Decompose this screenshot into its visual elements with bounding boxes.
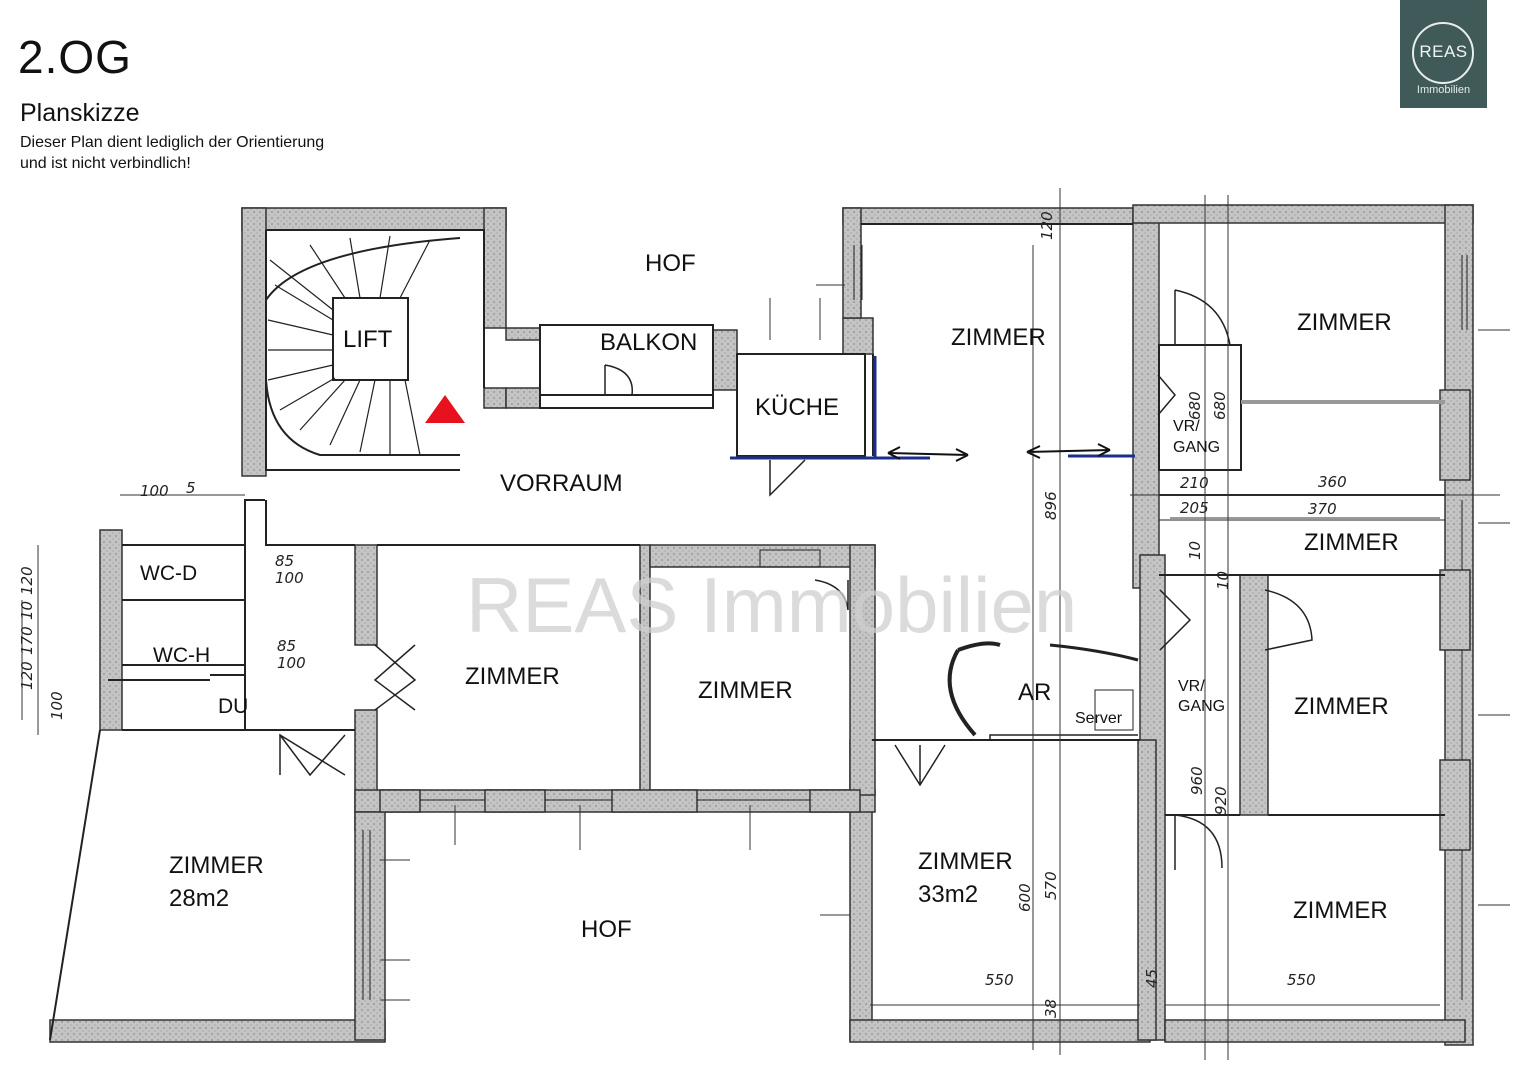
reas-logo: REAS Immobilien <box>1400 0 1487 108</box>
dim-550a: 550 <box>985 971 1014 989</box>
label-zimmer-bottom-right: ZIMMER <box>1293 897 1388 924</box>
you-are-here-marker <box>425 395 465 423</box>
label-hof-bottom: HOF <box>581 916 632 943</box>
dim-45: 45 <box>1143 969 1161 988</box>
floor-title: 2.OG <box>18 31 132 83</box>
label-zimmer-top-right: ZIMMER <box>1297 309 1392 336</box>
label-vorraum: VORRAUM <box>500 470 623 497</box>
dim-370: 370 <box>1308 500 1337 518</box>
dim-120c: 120 <box>1038 211 1056 240</box>
dim-360: 360 <box>1318 473 1347 491</box>
dim-210: 210 <box>1180 474 1209 492</box>
label-wc-h: WC-H <box>153 644 210 667</box>
label-zimmer-center-left: ZIMMER <box>465 663 560 690</box>
dim-550b: 550 <box>1287 971 1316 989</box>
label-area-28: 28m2 <box>169 885 229 912</box>
dim-10: 10 <box>18 601 36 620</box>
partitions <box>49 223 1468 1041</box>
dim-100d: 100 <box>48 691 66 720</box>
dim-85a: 85 <box>275 552 294 570</box>
dim-600: 600 <box>1016 883 1034 912</box>
label-ar: AR <box>1018 679 1051 706</box>
dim-100c: 100 <box>277 654 306 672</box>
disclaimer-line-1: Dieser Plan dient lediglich der Orientie… <box>20 134 325 151</box>
label-zimmer-center: ZIMMER <box>698 677 793 704</box>
dim-5: 5 <box>186 479 196 497</box>
dim-120: 120 <box>18 566 36 595</box>
label-kueche: KÜCHE <box>755 394 839 421</box>
dim-10b: 10 <box>1186 541 1204 560</box>
dim-920: 920 <box>1212 786 1230 815</box>
label-hof-top: HOF <box>645 250 696 277</box>
label-zimmer-33: ZIMMER <box>918 848 1013 875</box>
dim-896: 896 <box>1042 491 1060 520</box>
dim-960: 960 <box>1188 766 1206 795</box>
label-lift: LIFT <box>343 326 393 353</box>
plan-subtitle: Planskizze <box>20 99 140 127</box>
dim-680b: 680 <box>1211 391 1229 420</box>
dim-85b: 85 <box>277 637 296 655</box>
disclaimer-line-2: und ist nicht verbindlich! <box>20 155 191 172</box>
logo-text: REAS <box>1419 42 1468 61</box>
dim-100a: 100 <box>140 482 169 500</box>
label-zimmer-top-center: ZIMMER <box>951 324 1046 351</box>
label-vr-gang-top-1: VR/ <box>1173 418 1200 435</box>
label-vr-gang-top-2: GANG <box>1173 439 1220 456</box>
logo-subtext: Immobilien <box>1416 84 1471 96</box>
label-vr-gang-bottom-1: VR/ <box>1178 678 1205 695</box>
label-zimmer-right-mid: ZIMMER <box>1304 529 1399 556</box>
slide-arrows <box>887 443 1111 462</box>
logo-ring <box>1412 22 1474 84</box>
dim-100b: 100 <box>275 569 304 587</box>
dim-38: 38 <box>1042 999 1060 1018</box>
dim-10c: 10 <box>1214 571 1232 590</box>
dim-680a: 680 <box>1186 391 1204 420</box>
label-zimmer-right-lower: ZIMMER <box>1294 693 1389 720</box>
label-server: Server <box>1075 710 1123 727</box>
watermark: REAS Immobilien <box>466 561 1077 649</box>
room-labels: HOF LIFT BALKON KÜCHE ZIMMER ZIMMER VR/ … <box>140 250 1399 943</box>
dim-570: 570 <box>1042 871 1060 900</box>
dim-170: 170 <box>18 626 36 655</box>
door-swings <box>279 289 1313 870</box>
label-du: DU <box>218 695 248 718</box>
label-wc-d: WC-D <box>140 562 197 585</box>
dimension-labels: 100 5 85 100 85 100 120 10 170 120 100 8… <box>18 211 1347 1018</box>
label-area-33: 33m2 <box>918 881 978 908</box>
label-zimmer-28: ZIMMER <box>169 852 264 879</box>
dim-205: 205 <box>1180 499 1209 517</box>
dim-120b: 120 <box>18 661 36 690</box>
walls <box>49 204 1474 1046</box>
sliding-walls <box>730 356 1135 460</box>
label-balkon: BALKON <box>600 329 697 356</box>
label-vr-gang-bottom-2: GANG <box>1178 698 1225 715</box>
